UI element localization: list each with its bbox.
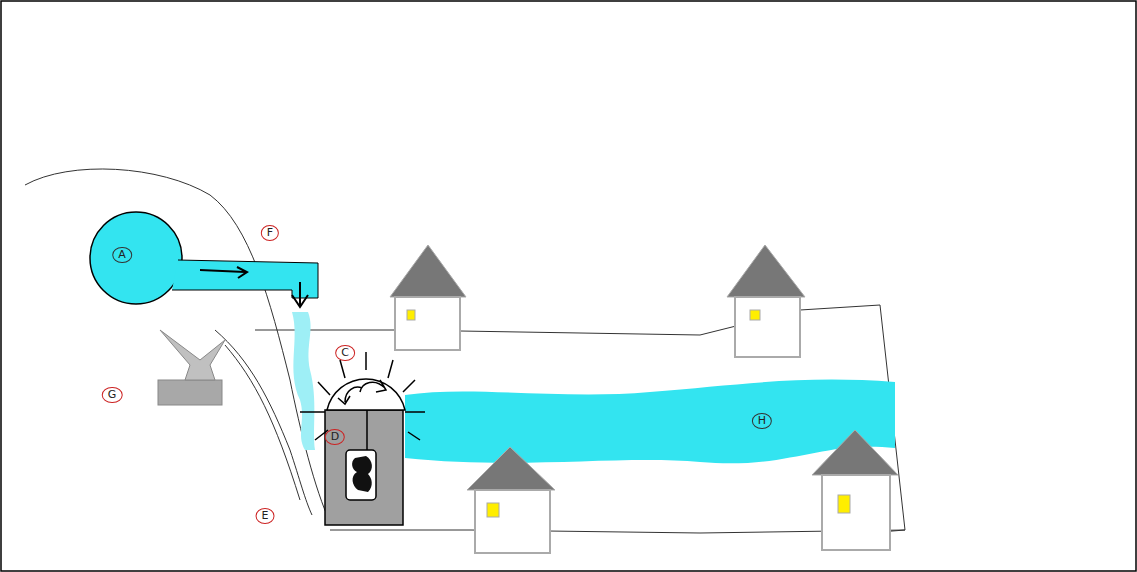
falling-water xyxy=(292,312,315,450)
callout-letter: G xyxy=(102,387,123,403)
penstock-pipe xyxy=(172,260,318,298)
house xyxy=(812,430,898,550)
turbine-spikes xyxy=(300,352,425,440)
turbine-dome xyxy=(327,379,405,410)
house xyxy=(727,245,805,357)
windmill-blades xyxy=(160,330,225,380)
callout-letter: E xyxy=(256,508,275,524)
valley-outline xyxy=(330,530,905,533)
turbine-shaft xyxy=(366,410,368,450)
house xyxy=(390,245,466,350)
hill-contour xyxy=(225,345,300,500)
hill-outline xyxy=(25,169,330,522)
river xyxy=(405,380,895,464)
callout-letter: C xyxy=(335,345,355,361)
valley-outline xyxy=(255,305,905,532)
generator xyxy=(352,456,372,492)
turbine-arrows xyxy=(338,380,386,404)
callout-letter: A xyxy=(112,247,132,263)
windmill-base xyxy=(158,380,222,405)
generator-housing xyxy=(346,450,376,500)
flow-arrows xyxy=(200,267,308,307)
reservoir xyxy=(90,212,182,304)
house xyxy=(467,447,555,553)
powerhouse xyxy=(325,410,403,525)
